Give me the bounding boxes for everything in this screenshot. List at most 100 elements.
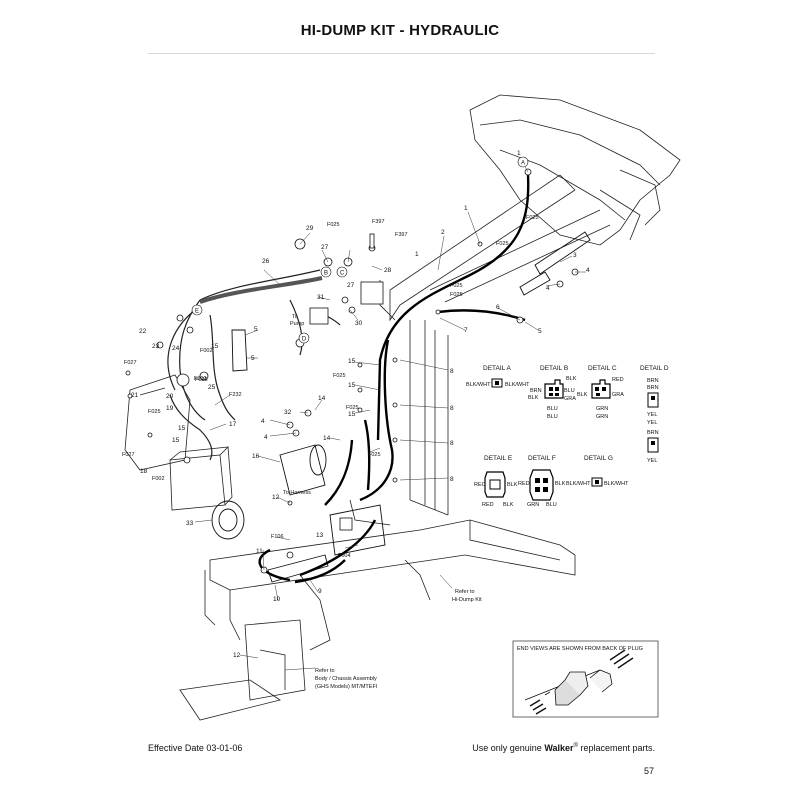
footer-tagline: Use only genuine Walker® replacement par… bbox=[472, 743, 655, 753]
fitting-f004: F004 bbox=[338, 553, 351, 559]
refer-body-label: Refer to bbox=[315, 668, 335, 674]
fitting-f106: F106 bbox=[271, 534, 284, 540]
callout-30: 30 bbox=[355, 320, 363, 327]
callout-32: 32 bbox=[284, 409, 292, 416]
callout-31: 31 bbox=[317, 294, 325, 301]
wire-label: YEL bbox=[647, 412, 657, 418]
to-pump-label: Pump bbox=[290, 321, 304, 327]
wire-label: BRN bbox=[647, 430, 659, 436]
callout-21: 21 bbox=[131, 392, 139, 399]
fitting-codes: F025 F025 F025 F025 F025 F025 F025 F025 … bbox=[122, 215, 539, 559]
refer-body-label: Body / Chassis Assembly bbox=[315, 676, 377, 682]
brand-name: Walker bbox=[544, 743, 574, 753]
callout-17: 17 bbox=[229, 421, 237, 428]
callout-16: 16 bbox=[252, 453, 260, 460]
callout-14: 14 bbox=[318, 395, 326, 402]
callout-1: 1 bbox=[464, 205, 468, 212]
callout-15: 15 bbox=[348, 382, 356, 389]
callout-26: 26 bbox=[262, 258, 270, 265]
callout-25: 25 bbox=[208, 384, 216, 391]
callout-28: 28 bbox=[384, 267, 392, 274]
detail-d-title: DETAIL D bbox=[640, 365, 669, 372]
detail-b-title: DETAIL B bbox=[540, 365, 568, 372]
to-harness-label: To Harness bbox=[283, 490, 311, 496]
callout-27: 27 bbox=[347, 282, 355, 289]
end-view-note: END VIEWS ARE SHOWN FROM BACK OF PLUG bbox=[517, 646, 643, 652]
callout-4: 4 bbox=[264, 434, 268, 441]
cylinders bbox=[211, 231, 591, 583]
fitting-f002: F002 bbox=[194, 376, 207, 382]
marker-d: D bbox=[302, 337, 307, 343]
wire-label: YEL bbox=[647, 458, 657, 464]
wire-label: BLK/WHT bbox=[466, 382, 491, 388]
wire-label: BLU bbox=[564, 388, 575, 394]
detail-c-title: DETAIL C bbox=[588, 365, 617, 372]
wire-label: BLK bbox=[577, 392, 588, 398]
end-view-inset: END VIEWS ARE SHOWN FROM BACK OF PLUG bbox=[512, 640, 659, 718]
callout-29: 29 bbox=[306, 225, 314, 232]
wire-label: BLK bbox=[507, 482, 518, 488]
marker-b: B bbox=[324, 271, 328, 277]
wire-label: GRN bbox=[527, 502, 539, 508]
callout-33: 33 bbox=[186, 520, 194, 527]
wire-label: RED bbox=[482, 502, 494, 508]
callout-9: 9 bbox=[318, 588, 322, 595]
callout-5: 5 bbox=[254, 326, 258, 333]
callout-19: 19 bbox=[166, 405, 174, 412]
wire-label: GRN bbox=[596, 414, 608, 420]
wire-label: BLK bbox=[503, 502, 514, 508]
fitting-f025: F025 bbox=[148, 409, 161, 415]
detail-e-title: DETAIL E bbox=[484, 455, 513, 462]
callout-8: 8 bbox=[450, 368, 454, 375]
callout-5: 5 bbox=[538, 328, 542, 335]
wire-label: BLK bbox=[566, 376, 577, 382]
fitting-f397: F397 bbox=[395, 232, 408, 238]
callout-8: 8 bbox=[450, 405, 454, 412]
refer-hidump-label: Hi-Dump Kit bbox=[452, 597, 482, 603]
callout-27: 27 bbox=[321, 244, 329, 251]
marker-a: A bbox=[521, 161, 525, 167]
wire-label: GRN bbox=[596, 406, 608, 412]
wire-label: BLK/WHT bbox=[566, 481, 591, 487]
callout-15: 15 bbox=[211, 343, 219, 350]
wire-label: BLK/WHT bbox=[505, 382, 530, 388]
wire-harness bbox=[167, 269, 341, 461]
marker-e: E bbox=[195, 309, 199, 315]
detail-f-title: DETAIL F bbox=[528, 455, 556, 462]
fitting-f025: F025 bbox=[195, 377, 208, 383]
callout-12: 12 bbox=[233, 652, 241, 659]
callout-15: 15 bbox=[348, 411, 356, 418]
detail-a-title: DETAIL A bbox=[483, 365, 511, 372]
wire-label: BRN bbox=[647, 378, 659, 384]
wire-label: BLK bbox=[528, 395, 539, 401]
wire-label: GRA bbox=[564, 396, 576, 402]
fitting-f027: F027 bbox=[124, 360, 137, 366]
fitting-f025: F025 bbox=[368, 452, 381, 458]
callout-4: 4 bbox=[586, 267, 590, 274]
wire-label: YEL bbox=[647, 420, 657, 426]
fitting-f025: F025 bbox=[450, 283, 463, 289]
fitting-f027: F027 bbox=[122, 452, 135, 458]
callout-15: 15 bbox=[172, 437, 180, 444]
to-pump-label: To bbox=[292, 314, 298, 320]
callout-6: 6 bbox=[496, 304, 500, 311]
callout-4: 4 bbox=[546, 285, 550, 292]
wire-label: BLU bbox=[547, 414, 558, 420]
detail-d: DETAIL D BRN BRN YEL YEL BRN YEL bbox=[640, 365, 669, 464]
wire-label: GRA bbox=[612, 392, 624, 398]
refer-body-label: (GHS Models) MT/MTEFI bbox=[315, 684, 378, 690]
marker-c: C bbox=[340, 271, 345, 277]
callout-15: 15 bbox=[178, 425, 186, 432]
detail-e: DETAIL E REC BLK RED BLK bbox=[474, 455, 518, 508]
tagline-pre: Use only genuine bbox=[472, 743, 542, 753]
wire-label: BLU bbox=[547, 406, 558, 412]
fitting-f025: F025 bbox=[526, 215, 539, 221]
wire-label: BLU bbox=[546, 502, 557, 508]
page-title: HI-DUMP KIT - HYDRAULIC bbox=[300, 22, 500, 39]
title-rule bbox=[148, 53, 655, 54]
reference-labels: To Pump To Harness Refer to Hi-Dump Kit … bbox=[283, 314, 482, 690]
callout-15: 15 bbox=[348, 358, 356, 365]
effective-date: Effective Date 03-01-06 bbox=[148, 743, 243, 753]
callout-2: 2 bbox=[441, 229, 445, 236]
fitting-f002: F002 bbox=[152, 476, 165, 482]
